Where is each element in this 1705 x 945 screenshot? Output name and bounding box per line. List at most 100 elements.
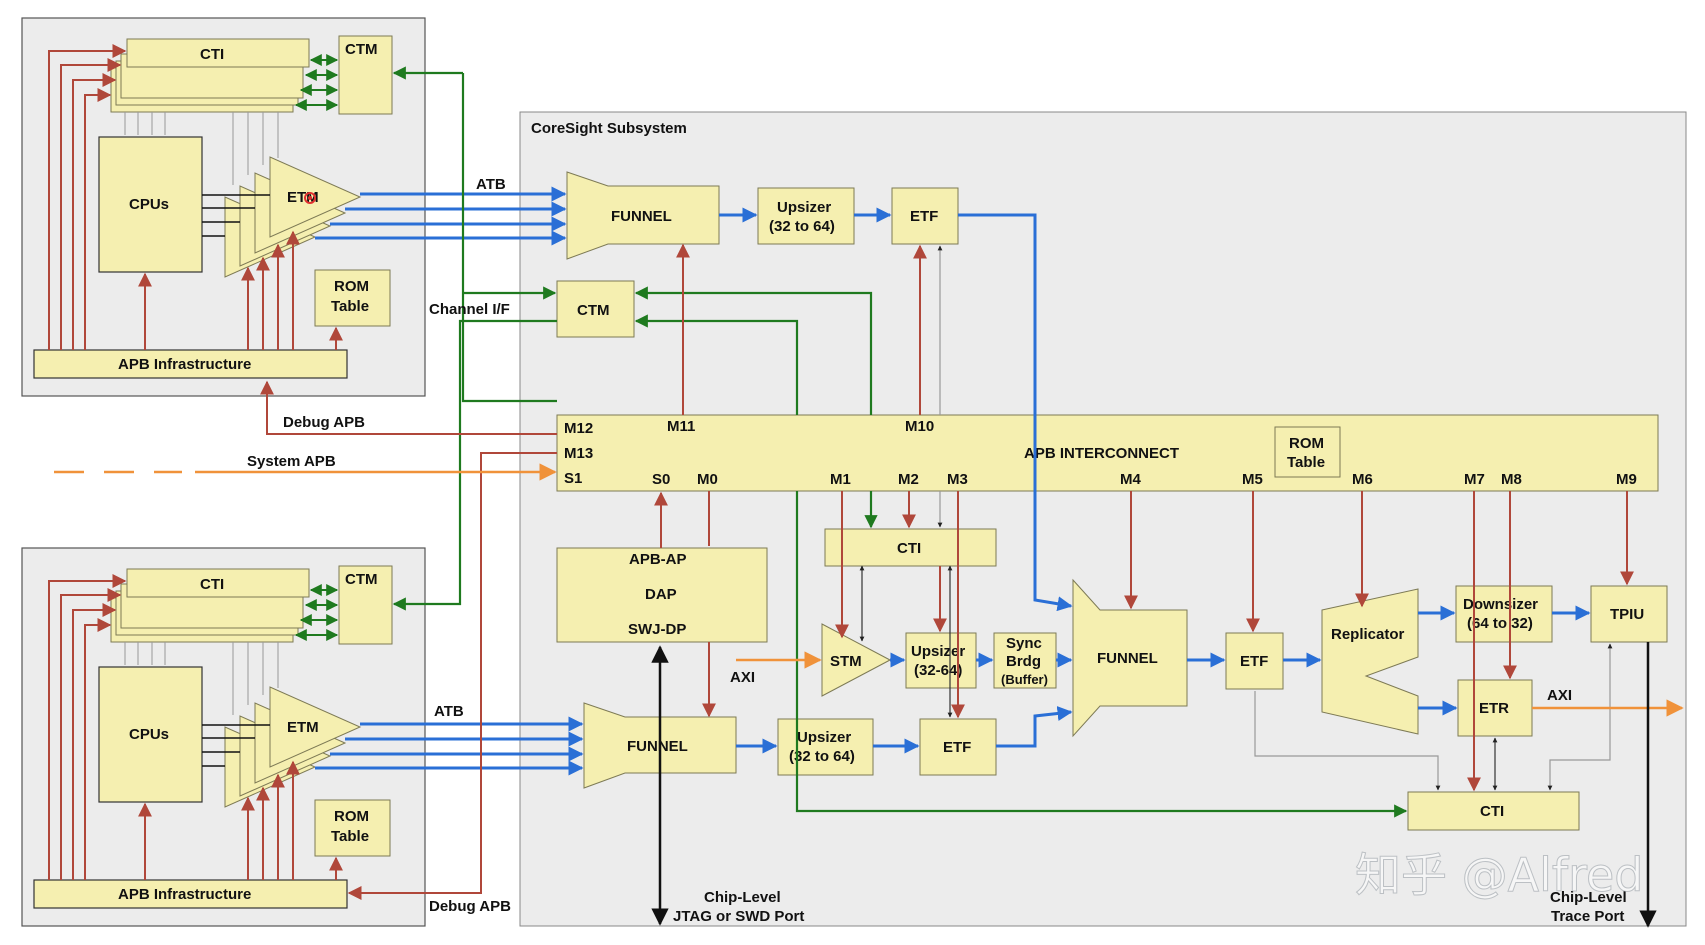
atb-top-bus bbox=[315, 186, 567, 246]
rom-subsystem-label-1: ROM bbox=[1289, 435, 1324, 452]
upsizer-top-label-2: (32 to 64) bbox=[769, 218, 835, 235]
downsizer-label-1: Downsizer bbox=[1463, 596, 1538, 613]
cti-mid-label: CTI bbox=[897, 540, 921, 557]
port-m11: M11 bbox=[667, 418, 695, 435]
port-s1: S1 bbox=[564, 470, 582, 487]
upsizer-mid-label-2: (32-64) bbox=[914, 662, 962, 679]
port-m1: M1 bbox=[830, 471, 851, 488]
coresight-subsystem-panel bbox=[519, 111, 1687, 927]
funnel-top bbox=[566, 171, 720, 260]
cti-label: CTI bbox=[200, 46, 224, 63]
jtag-label-1: Chip-Level bbox=[704, 889, 781, 906]
funnel-top-label: FUNNEL bbox=[611, 208, 672, 225]
replicator-label: Replicator bbox=[1331, 626, 1405, 643]
sync-label-2: Brdg bbox=[1006, 653, 1041, 670]
port-m8: M8 bbox=[1501, 471, 1522, 488]
funnel-mid-label: FUNNEL bbox=[1097, 650, 1158, 667]
rom-label-1: ROM bbox=[334, 808, 369, 825]
channel-if-label: Channel I/F bbox=[429, 301, 510, 318]
trace-port-label-1: Chip-Level bbox=[1550, 889, 1627, 906]
axi-out-label: AXI bbox=[1547, 687, 1572, 704]
watermark: 知乎 @Alfred bbox=[1355, 848, 1643, 902]
rom-table-subsystem bbox=[1274, 426, 1341, 478]
debug-apb-top-label: Debug APB bbox=[283, 414, 365, 431]
cursor-dot bbox=[304, 192, 316, 204]
sync-bridge bbox=[993, 632, 1057, 689]
port-m10: M10 bbox=[905, 418, 934, 435]
downsizer-label-2: (64 to 32) bbox=[1467, 615, 1533, 632]
ctm-block bbox=[338, 565, 393, 645]
port-m4: M4 bbox=[1120, 471, 1141, 488]
upsizer-bottom-label-1: Upsizer bbox=[797, 729, 851, 746]
tpiu bbox=[1590, 585, 1668, 643]
etr bbox=[1457, 679, 1533, 737]
etf-mid bbox=[1225, 632, 1284, 690]
port-m5: M5 bbox=[1242, 471, 1263, 488]
cti-mid bbox=[824, 528, 997, 567]
port-s0: S0 bbox=[652, 471, 670, 488]
etr-label: ETR bbox=[1479, 700, 1509, 717]
ctm-block bbox=[338, 35, 393, 115]
funnel-mid bbox=[1072, 578, 1188, 738]
cpus-label: CPUs bbox=[129, 196, 169, 213]
port-m12: M12 bbox=[564, 420, 593, 437]
ctm-subsystem bbox=[556, 280, 635, 338]
etf-bottom bbox=[919, 718, 997, 776]
trace-port-label-2: Trace Port bbox=[1551, 908, 1624, 925]
port-m6: M6 bbox=[1352, 471, 1373, 488]
dap-label-1: APB-AP bbox=[629, 551, 687, 568]
ctm-label: CTM bbox=[345, 571, 378, 588]
rom-table bbox=[314, 799, 391, 857]
downsizer bbox=[1455, 585, 1553, 643]
subsystem-title: CoreSight Subsystem bbox=[531, 120, 687, 137]
upsizer-top-label-1: Upsizer bbox=[777, 199, 831, 216]
ctm-label: CTM bbox=[345, 41, 378, 58]
stm-block bbox=[821, 623, 892, 697]
axi-in-label: AXI bbox=[730, 669, 755, 686]
etf-bottom-label: ETF bbox=[943, 739, 971, 756]
funnel-bottom-label: FUNNEL bbox=[627, 738, 688, 755]
rom-label-2: Table bbox=[331, 298, 369, 315]
upsizer-top bbox=[757, 187, 855, 245]
rom-subsystem-label-2: Table bbox=[1287, 454, 1325, 471]
cpus-label: CPUs bbox=[129, 726, 169, 743]
port-m13: M13 bbox=[564, 445, 593, 462]
atb-bottom-label: ATB bbox=[434, 703, 464, 720]
rom-table bbox=[314, 269, 391, 327]
rom-label-2: Table bbox=[331, 828, 369, 845]
apb-infra-label: APB Infrastructure bbox=[118, 356, 251, 373]
dap-label-3: SWJ-DP bbox=[628, 621, 686, 638]
port-m3: M3 bbox=[947, 471, 968, 488]
etm-block bbox=[269, 686, 362, 768]
ctm-subsystem-label: CTM bbox=[577, 302, 610, 319]
rom-label-1: ROM bbox=[334, 278, 369, 295]
cpus-block bbox=[98, 666, 203, 803]
upsizer-bottom bbox=[777, 718, 874, 776]
cluster-bottom: CTI CTM CPUs ETM ROM Table APB Infrastru… bbox=[33, 565, 393, 909]
cti-block bbox=[126, 568, 310, 598]
apb-interconnect bbox=[556, 414, 1659, 492]
upsizer-bottom-label-2: (32 to 64) bbox=[789, 748, 855, 765]
etf-top-label: ETF bbox=[910, 208, 938, 225]
cti-bottom-label: CTI bbox=[1480, 803, 1504, 820]
tpiu-label: TPIU bbox=[1610, 606, 1644, 623]
cti-block bbox=[126, 38, 310, 68]
atb-bottom-bus bbox=[315, 716, 584, 776]
cluster-top: CTI CTM CPUs ETM ROM Tabl bbox=[33, 35, 393, 379]
apb-interconnect-label: APB INTERCONNECT bbox=[1024, 445, 1179, 462]
port-m0: M0 bbox=[697, 471, 718, 488]
atb-top-label: ATB bbox=[476, 176, 506, 193]
etf-mid-label: ETF bbox=[1240, 653, 1268, 670]
sync-label-3: (Buffer) bbox=[1001, 672, 1048, 687]
apb-infrastructure bbox=[33, 349, 348, 379]
jtag-label-2: JTAG or SWD Port bbox=[673, 908, 804, 925]
apb-infrastructure bbox=[33, 879, 348, 909]
replicator bbox=[1321, 588, 1419, 735]
port-m7: M7 bbox=[1464, 471, 1485, 488]
cpus-block bbox=[98, 136, 203, 273]
upsizer-mid bbox=[905, 632, 977, 689]
port-m9: M9 bbox=[1616, 471, 1637, 488]
sync-label-1: Sync bbox=[1006, 635, 1042, 652]
etm-label: ETM bbox=[287, 189, 319, 206]
